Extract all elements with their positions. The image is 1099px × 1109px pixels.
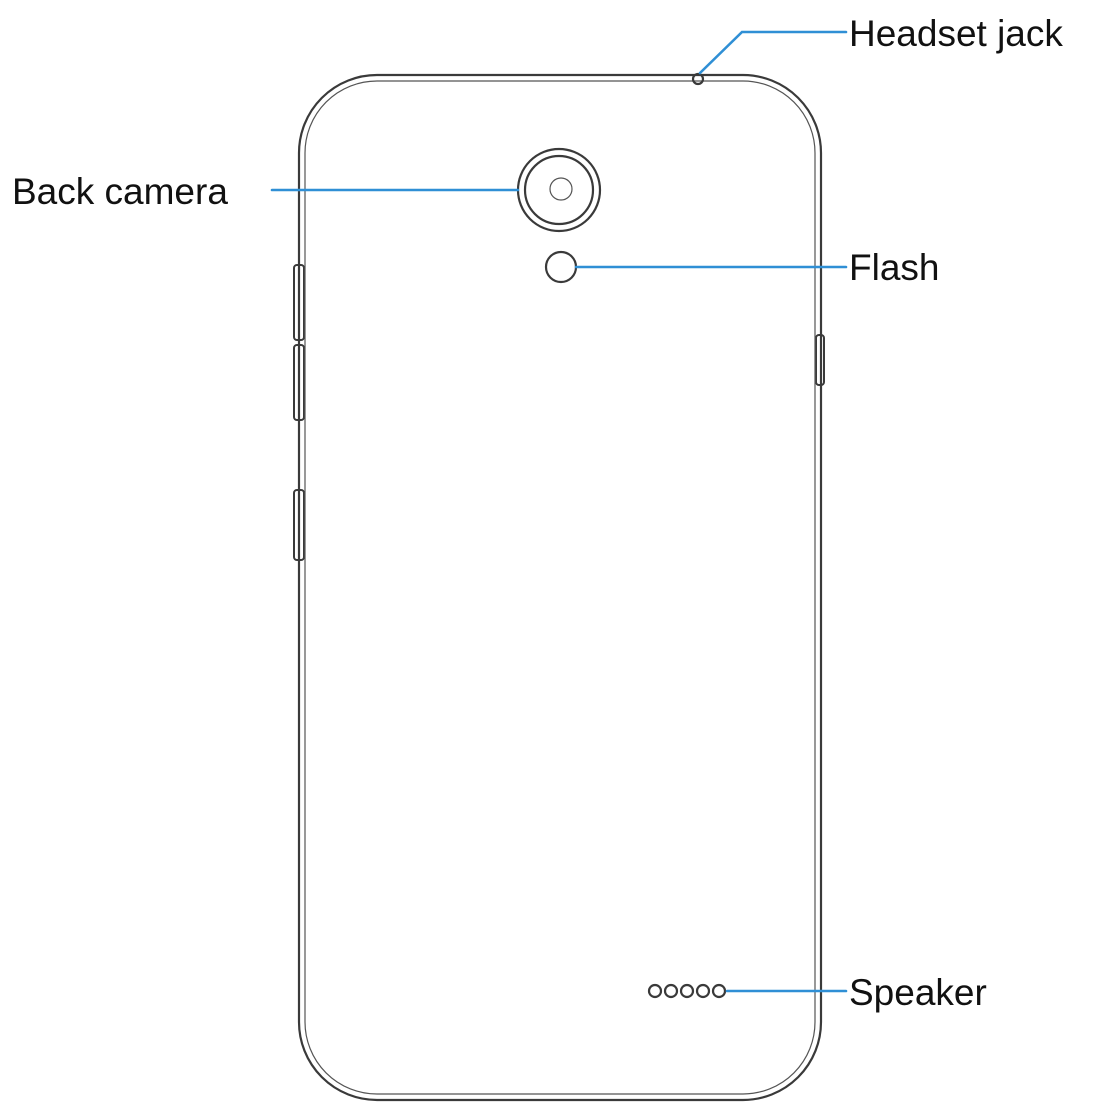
- back-camera-outer-ring: [516, 147, 602, 233]
- flash-ring: [544, 250, 578, 284]
- speaker-grille: [647, 983, 727, 999]
- phone-body-inner-edge: [304, 80, 816, 1095]
- headset-jack-label: Headset jack: [849, 13, 1063, 54]
- back-camera-middle-ring: [523, 154, 595, 226]
- back-camera-lens: [549, 177, 573, 201]
- speaker-hole: [695, 983, 711, 999]
- back-camera-label: Back camera: [12, 171, 228, 212]
- speaker-hole: [663, 983, 679, 999]
- flash-label: Flash: [849, 247, 939, 288]
- speaker-label: Speaker: [849, 972, 987, 1013]
- speaker-hole: [679, 983, 695, 999]
- speaker-hole: [711, 983, 727, 999]
- headset-jack-leader: [698, 30, 848, 75]
- speaker-hole: [647, 983, 663, 999]
- headset-jack-hole: [691, 72, 705, 86]
- phone-body-outline: [297, 73, 823, 1102]
